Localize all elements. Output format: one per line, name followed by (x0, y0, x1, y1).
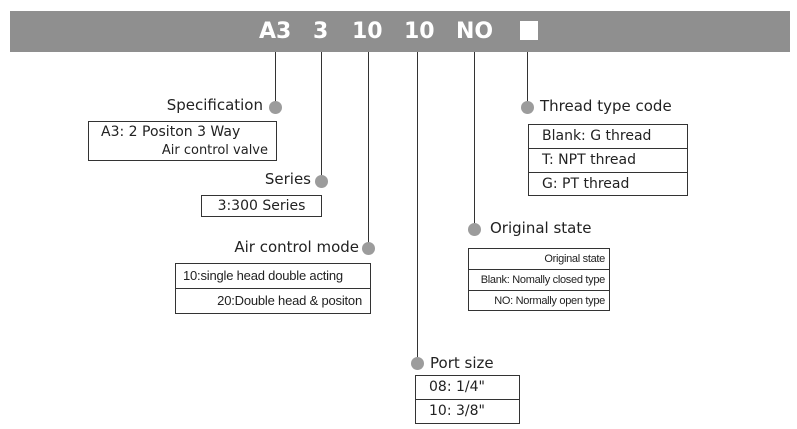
code-part-specification: A3 (259, 19, 292, 44)
label-series: Series (264, 170, 311, 188)
port-size-option: 08: 1/4" (416, 376, 519, 400)
specification-line-1: A3: 2 Positon 3 Way (101, 124, 241, 140)
air-control-mode-box: 10:single head double acting 20:Double h… (175, 263, 371, 314)
port-size-box: 08: 1/4" 10: 3/8" (415, 375, 520, 424)
connector-line-thread-type (527, 52, 528, 105)
air-control-option: 10:single head double acting (176, 264, 370, 289)
dot-thread-type (521, 101, 534, 114)
connector-line-port-size (417, 52, 418, 362)
code-part-thread-placeholder (520, 21, 538, 40)
dot-original-state (468, 223, 481, 236)
label-specification: Specification (166, 96, 263, 114)
port-size-option: 10: 3/8" (429, 403, 485, 419)
dot-specification (269, 101, 282, 114)
label-air-control-mode: Air control mode (234, 238, 359, 256)
connector-line-specification (275, 52, 276, 107)
thread-type-option: T: NPT thread (529, 149, 687, 173)
specification-box: A3: 2 Positon 3 Way Air control valve (88, 121, 277, 161)
code-part-port-size: 10 (404, 19, 435, 44)
thread-type-option: G: PT thread (542, 176, 630, 192)
code-part-air-control: 10 (352, 19, 383, 44)
dot-air-control (362, 242, 375, 255)
series-option: 3:300 Series (217, 198, 306, 214)
series-box: 3:300 Series (201, 195, 322, 217)
label-original-state: Original state (490, 219, 592, 237)
label-port-size: Port size (430, 354, 494, 372)
air-control-option: 20:Double head & positon (217, 293, 362, 308)
connector-line-air-control (368, 52, 369, 248)
thread-type-option: Blank: G thread (529, 125, 687, 149)
dot-port-size (411, 357, 424, 370)
thread-type-box: Blank: G thread T: NPT thread G: PT thre… (528, 124, 688, 196)
connector-line-original-state (474, 52, 475, 229)
code-part-original-state: NO (456, 19, 494, 44)
original-state-box: Original state Blank: Nomally closed typ… (468, 248, 610, 311)
original-state-option: Original state (469, 249, 609, 270)
model-code-bar (10, 11, 790, 52)
code-part-series: 3 (313, 19, 329, 44)
connector-line-series (321, 52, 322, 181)
label-thread-type: Thread type code (540, 97, 672, 115)
dot-series (315, 175, 328, 188)
original-state-option: Blank: Nomally closed type (469, 270, 609, 291)
specification-line-2: Air control valve (161, 143, 268, 158)
original-state-option: NO: Normally open type (494, 295, 605, 307)
